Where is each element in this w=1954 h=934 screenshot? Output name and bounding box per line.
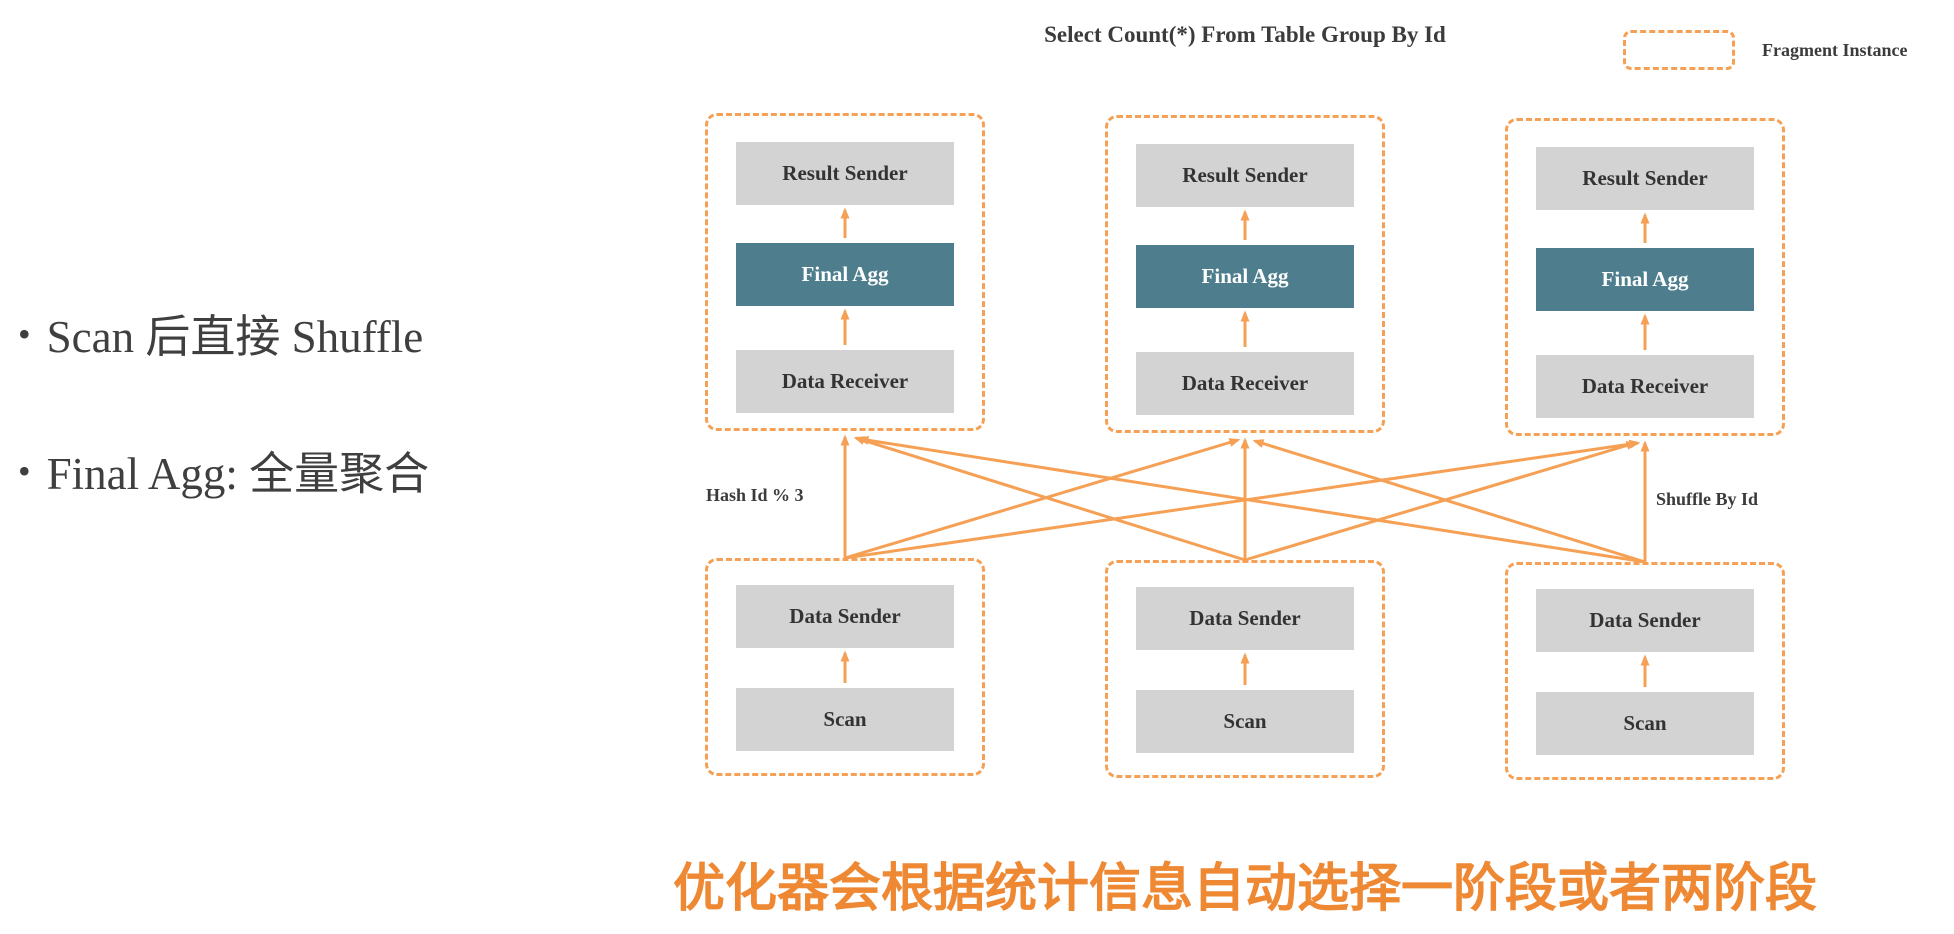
scan-node: Scan [736,688,954,751]
scan-node: Scan [1136,690,1354,753]
note-scan-shuffle: • Scan 后直接 Shuffle [18,300,423,365]
bullet-icon: • [18,314,31,354]
data-receiver-node: Data Receiver [736,350,954,413]
result-sender-node: Result Sender [1536,147,1754,210]
fragment-instance-top-2: Result Sender Final Agg Data Receiver [1105,115,1385,433]
shuffle-arrow [1252,439,1646,564]
data-receiver-node: Data Receiver [1536,355,1754,418]
note-text: Scan 后直接 Shuffle [46,312,424,362]
data-receiver-node: Data Receiver [1136,352,1354,415]
fragment-instance-top-3: Result Sender Final Agg Data Receiver [1505,118,1785,436]
result-sender-node: Result Sender [1136,144,1354,207]
shuffle-arrows [840,434,1650,564]
result-sender-node: Result Sender [736,142,954,205]
fragment-instance-legend-swatch [1623,30,1735,70]
note-text: Final Agg: 全量聚合 [46,449,430,499]
shuffle-arrow [853,436,1246,562]
optimizer-caption: 优化器会根据统计信息自动选择一阶段或者两阶段 [672,861,1817,918]
note-final-agg: • Final Agg: 全量聚合 [18,437,429,502]
data-sender-node: Data Sender [736,585,954,648]
scan-node: Scan [1536,692,1754,755]
final-agg-node: Final Agg [1136,245,1354,308]
page-title: Select Count(*) From Table Group By Id [1044,22,1446,47]
legend-label: Fragment Instance [1762,40,1908,60]
shuffle-arrow [1244,441,1638,562]
fragment-instance-bottom-3: Data Sender Scan [1505,562,1785,780]
final-agg-node: Final Agg [1536,248,1754,311]
fragment-instance-top-1: Result Sender Final Agg Data Receiver [705,113,985,431]
hash-label: Hash Id % 3 [706,485,804,505]
data-sender-node: Data Sender [1536,589,1754,652]
fragment-instance-bottom-1: Data Sender Scan [705,558,985,776]
shuffle-arrow [844,439,1641,560]
shuffle-arrow [844,438,1241,560]
final-agg-node: Final Agg [736,243,954,306]
shuffle-arrow [857,435,1646,564]
shuffle-label: Shuffle By Id [1656,489,1759,509]
data-sender-node: Data Sender [1136,587,1354,650]
bullet-icon: • [18,451,31,491]
fragment-instance-bottom-2: Data Sender Scan [1105,560,1385,778]
